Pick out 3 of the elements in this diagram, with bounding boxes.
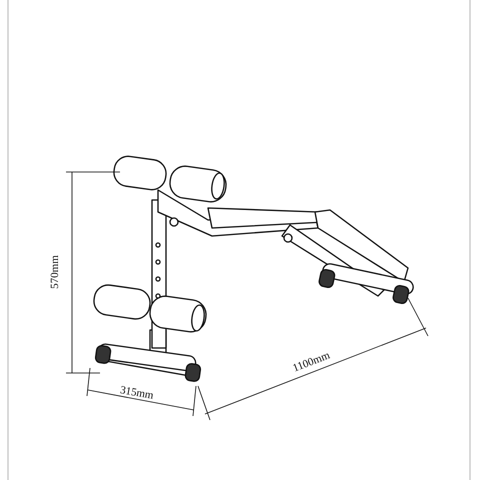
dimension-label: 570mm — [48, 255, 61, 289]
dimension-label: 315mm — [119, 384, 154, 402]
dimension-label: 1100mm — [291, 349, 332, 375]
